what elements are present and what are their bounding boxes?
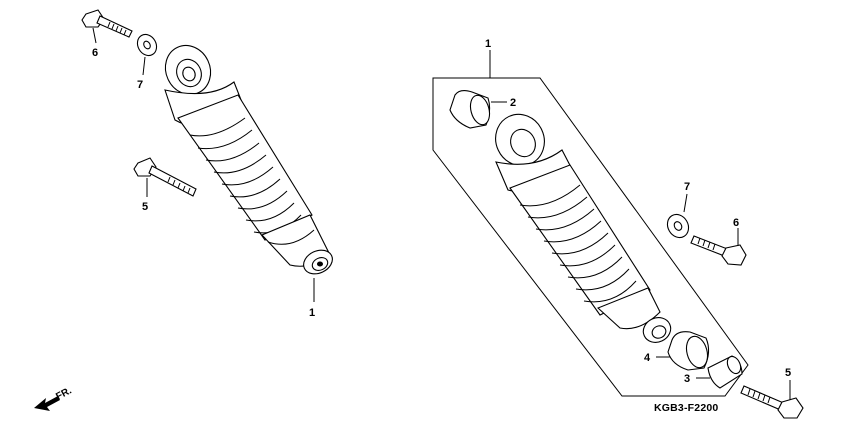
right-upper-bushing [449,89,507,129]
callout-right-1: 1 [485,38,491,50]
callout-right-3: 3 [684,373,690,385]
left-mid-bolt [133,157,197,197]
left-washer [136,33,158,76]
right-collar [696,355,743,389]
callout-right-2: 2 [510,97,516,109]
callout-left-6: 6 [92,47,98,59]
right-lower-bolt [740,380,804,419]
right-washer [666,193,690,239]
right-assembly-frame [432,50,749,397]
callout-left-1: 1 [309,307,315,319]
right-lower-bushing [656,331,710,371]
callout-right-7: 7 [684,181,690,193]
callout-right-6: 6 [733,217,739,229]
callout-left-5: 5 [142,201,148,213]
callout-left-7: 7 [137,79,143,91]
front-direction-arrow-icon: FR. [34,385,74,411]
callout-right-5: 5 [785,367,791,379]
diagram-code: KGB3-F2200 [654,402,718,414]
direction-label: FR. [54,385,74,402]
right-shock-absorber [495,113,672,343]
callout-right-4: 4 [644,352,651,364]
left-shock-absorber [164,44,333,302]
right-upper-bolt [690,228,747,266]
left-upper-bolt [81,9,133,44]
